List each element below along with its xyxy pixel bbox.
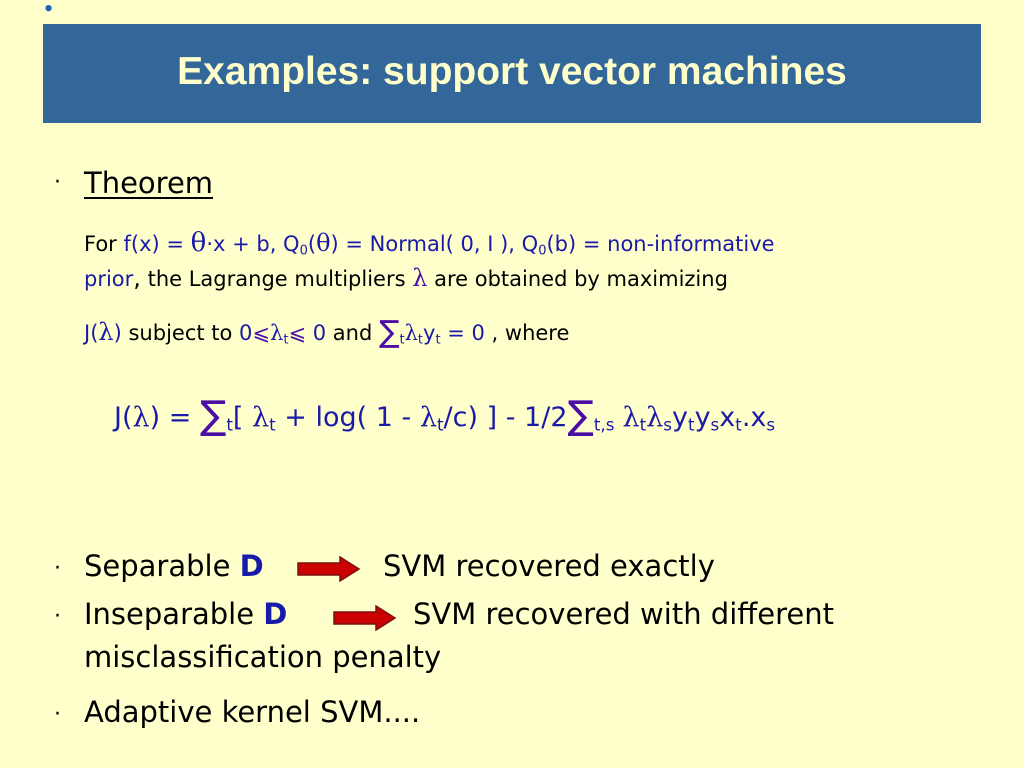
f-lam-3-sub: t [639, 414, 647, 435]
f-lam-4-sub: s [663, 414, 673, 435]
f-lam-2-sub: t [436, 414, 444, 435]
theorem-line-2: prior, the Lagrange multipliers λ are ob… [84, 264, 728, 292]
f-y-1-sub: t [688, 414, 695, 435]
comma: , [133, 264, 141, 292]
lambda-t: λ [270, 321, 284, 345]
theorem-line-1: For f(x) = θ·x + b, Q0(θ) = Normal( 0, I… [84, 228, 775, 258]
for-word: For [84, 232, 124, 256]
lambda-symbol-J: λ [98, 318, 114, 346]
paren-open: ( [307, 232, 317, 256]
f-y-1: y [672, 402, 688, 433]
prior-word: prior [84, 267, 134, 291]
separable-result: SVM recovered exactly [383, 549, 715, 583]
theta-symbol-2: θ [316, 229, 331, 257]
x-plus-b: x + b, Q [213, 232, 300, 256]
lambda-t-2-sub: t [417, 332, 424, 348]
title-bar: Examples: support vector machines [43, 24, 981, 123]
J-open: J( [84, 321, 99, 345]
sub-zero-b: 0 [538, 243, 547, 259]
corner-mark: • [44, 0, 54, 23]
bullet-adaptive-dot: · [54, 702, 61, 727]
f-y-2: y [694, 402, 711, 433]
f-bracket: [ [232, 402, 253, 433]
f-x-1: x [719, 402, 736, 433]
le-symbol-1: ⩽ [252, 321, 271, 345]
bullet-inseparable-dot: · [54, 604, 61, 629]
y-sub: t [435, 332, 441, 348]
sigma-symbol: ∑ [378, 314, 400, 350]
zero-lower: 0 [239, 321, 253, 345]
obtained-text: are obtained by maximizing [427, 267, 728, 291]
separable-D: D [239, 549, 264, 583]
theta-symbol: θ [190, 228, 207, 258]
f-x-2-sub: s [766, 414, 776, 435]
f-sigma-1: ∑ [199, 393, 227, 439]
f-y-2-sub: s [710, 414, 720, 435]
f-sigma-1-sub: t [226, 414, 233, 435]
f-dot: . [741, 402, 751, 433]
f-J-open: J( [114, 402, 133, 433]
f-lam-4: λ [646, 402, 664, 433]
theorem-line-3: J(λ) subject to 0⩽λt⩽ 0 and ∑tλtyt = 0 ,… [84, 317, 570, 348]
lambda-t-sub: t [283, 332, 289, 348]
f-sigma-2-sub: t,s [593, 414, 615, 435]
objective-formula: J(λ) = ∑t[ λt + log( 1 - λt/c) ] - 1/2∑t… [114, 396, 776, 435]
inseparable-result: SVM recovered with different [413, 597, 834, 631]
inseparable-line: Inseparable D [84, 597, 287, 631]
f-c-part: /c) ] - 1/2 [443, 402, 568, 433]
f-lam-2: λ [419, 402, 437, 433]
separable-label: Separable [84, 549, 240, 583]
f-log: + log( 1 - [275, 402, 420, 433]
f-eq: ) = [149, 402, 200, 433]
f-lambda: λ [132, 402, 150, 433]
slide-title: Examples: support vector machines [177, 49, 847, 93]
y-var: y [423, 321, 436, 345]
right-arrow-icon [297, 556, 361, 582]
where-text: , where [484, 321, 570, 345]
le-symbol-2: ⩽ [288, 321, 307, 345]
noninformative-text: (b) = non-informative [546, 232, 775, 256]
inseparable-D: D [263, 597, 288, 631]
inseparable-label: Inseparable [84, 597, 264, 631]
f-x-1-sub: t [735, 414, 742, 435]
f-sigma-2: ∑ [567, 393, 594, 439]
normal-text: ) = Normal( 0, I ), Q [330, 232, 539, 256]
right-arrow-icon [333, 605, 397, 631]
sigma-sub: t [399, 332, 405, 348]
lambda-t-2: λ [404, 321, 418, 345]
sub-zero-a: 0 [299, 243, 308, 259]
dot-symbol: · [206, 232, 213, 256]
f-lam-1: λ [252, 402, 270, 433]
zero-upper: 0 [306, 321, 327, 345]
adaptive-line: Adaptive kernel SVM.... [84, 695, 421, 729]
inseparable-result-cont: misclassification penalty [84, 640, 442, 674]
subject-to-text: subject to [121, 321, 240, 345]
bullet-separable-dot: · [54, 556, 61, 581]
bullet-theorem-dot: · [54, 170, 61, 195]
J-close: ) [113, 321, 122, 345]
eq-zero: = 0 [440, 321, 485, 345]
f-lam-3: λ [622, 402, 640, 433]
f-x-2: x [750, 402, 767, 433]
fx-eq: f(x) = [123, 232, 191, 256]
f-lam-1-sub: t [269, 414, 276, 435]
and-word: and [326, 321, 379, 345]
lambda-symbol: λ [412, 264, 428, 292]
theorem-heading: Theorem [84, 166, 214, 200]
lagrange-text: the Lagrange multipliers [140, 267, 413, 291]
separable-line: Separable D [84, 549, 264, 583]
